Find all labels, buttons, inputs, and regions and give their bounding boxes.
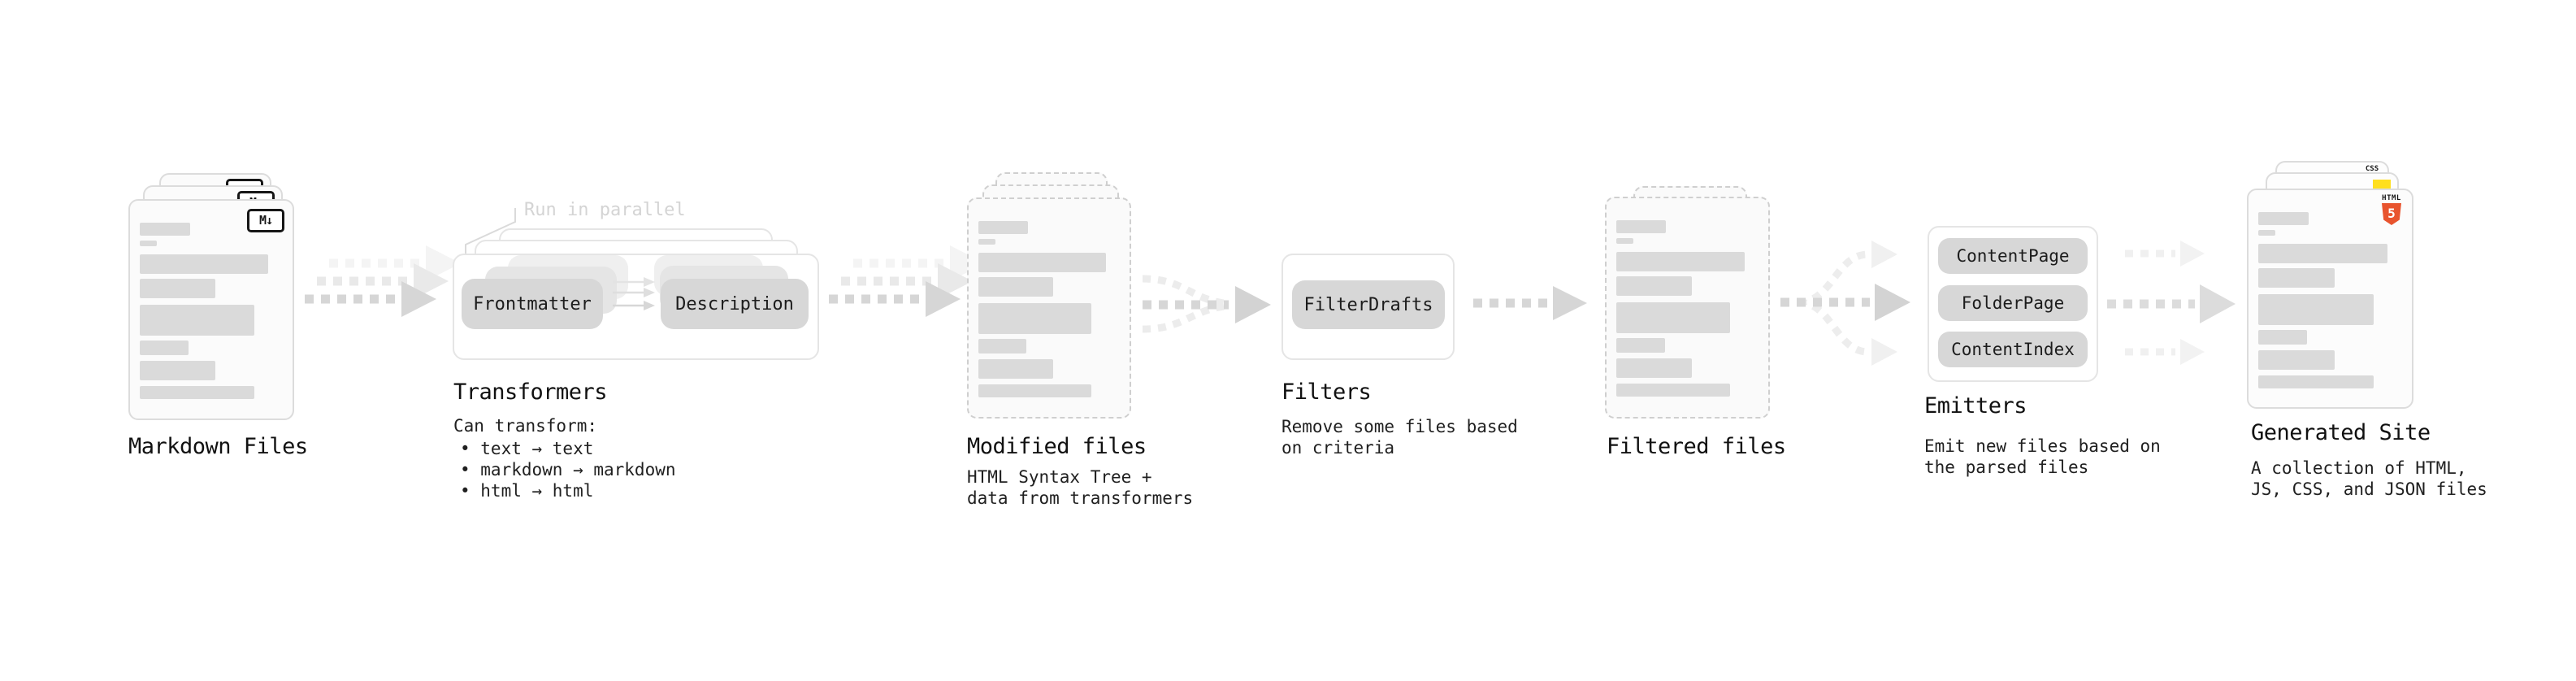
placeholder-bar [140, 223, 190, 236]
arrow-modified-to-filters [1142, 275, 1271, 333]
html5-icon-shield: 5 [2382, 203, 2401, 225]
placeholder-bar [2258, 330, 2308, 345]
bullet-item: • html → html [460, 481, 594, 501]
placeholder-bar [2258, 212, 2309, 225]
placeholder-bar [2258, 375, 2374, 388]
placeholder-bar [1616, 384, 1730, 397]
placeholder-bar [978, 359, 1054, 379]
section-title: Generated Site [2251, 420, 2431, 445]
file-card: HTML 5 [2247, 189, 2413, 409]
placeholder-bar [140, 254, 269, 274]
file-content-placeholder [130, 201, 293, 399]
bullet-item: • markdown → markdown [460, 460, 676, 479]
section-title: Emitters [1924, 393, 2027, 419]
section-caption: A collection of HTML, JS, CSS, and JSON … [2251, 458, 2487, 499]
section-title: Modified files [967, 434, 1147, 459]
markdown-icon: M↓ [247, 209, 284, 232]
placeholder-bar [1616, 276, 1692, 296]
file-content-placeholder [1607, 198, 1768, 397]
css-icon-label: CSS [2365, 165, 2379, 173]
filter-node-filterdrafts: FilterDrafts [1292, 280, 1445, 329]
arrow-transformers-to-modified [829, 245, 985, 317]
parallel-arrows-icon [613, 277, 655, 310]
run-in-parallel-label: Run in parallel [524, 200, 686, 220]
placeholder-bar [978, 384, 1092, 397]
placeholder-bar [1616, 238, 1633, 244]
file-card: M↓ [128, 199, 294, 420]
js-icon [2373, 180, 2391, 190]
placeholder-bar [978, 221, 1028, 234]
emitter-node-folderpage: FolderPage [1938, 285, 2088, 321]
placeholder-bar [2258, 230, 2276, 236]
emitter-node-contentpage: ContentPage [1938, 238, 2088, 274]
placeholder-bar [140, 305, 254, 336]
section-caption: Emit new files based on the parsed files [1924, 436, 2161, 477]
placeholder-bar [140, 386, 254, 399]
file-card [967, 197, 1131, 419]
placeholder-bar [978, 277, 1054, 297]
placeholder-bar [1616, 302, 1730, 333]
placeholder-bar [1616, 358, 1692, 378]
placeholder-bar [978, 239, 995, 245]
section-title: Filters [1281, 380, 1372, 405]
placeholder-bar [2258, 294, 2374, 325]
placeholder-bar [140, 340, 189, 355]
section-title: Markdown Files [128, 434, 308, 459]
file-content-placeholder [2249, 190, 2412, 388]
transform-bullet-list: • text → text • markdown → markdown • ht… [460, 438, 676, 501]
arrow-filters-to-filtered [1473, 286, 1587, 320]
placeholder-bar [2258, 268, 2335, 288]
section-title: Filtered files [1607, 434, 1786, 459]
placeholder-bar [978, 253, 1106, 272]
placeholder-bar [140, 279, 216, 298]
placeholder-bar [2258, 244, 2388, 263]
section-title: Transformers [453, 380, 608, 405]
placeholder-bar [1616, 338, 1665, 353]
html5-icon-title: HTML [2382, 194, 2401, 202]
bullet-item: • text → text [460, 439, 594, 458]
placeholder-bar [2258, 350, 2335, 370]
file-content-placeholder [969, 199, 1130, 397]
arrow-markdown-to-transformers [305, 245, 461, 317]
section-caption: Can transform: [453, 416, 598, 436]
file-card [1605, 197, 1770, 419]
section-caption: Remove some files based on criteria [1281, 417, 1518, 458]
transformer-node-description: Description [661, 279, 809, 329]
transformer-node-frontmatter: Frontmatter [462, 279, 603, 329]
callout-line [465, 208, 516, 258]
placeholder-bar [978, 339, 1027, 354]
arrow-filtered-to-emitters [1780, 241, 1910, 366]
placeholder-bar [978, 303, 1092, 334]
arrow-emitters-to-generated [2107, 241, 2236, 365]
placeholder-bar [140, 241, 158, 246]
placeholder-bar [1616, 220, 1667, 233]
section-caption: HTML Syntax Tree + data from transformer… [967, 467, 1194, 508]
emitter-node-contentindex: ContentIndex [1938, 332, 2088, 367]
placeholder-bar [140, 361, 216, 380]
html5-icon: HTML 5 [2379, 194, 2404, 225]
placeholder-bar [1616, 252, 1745, 271]
